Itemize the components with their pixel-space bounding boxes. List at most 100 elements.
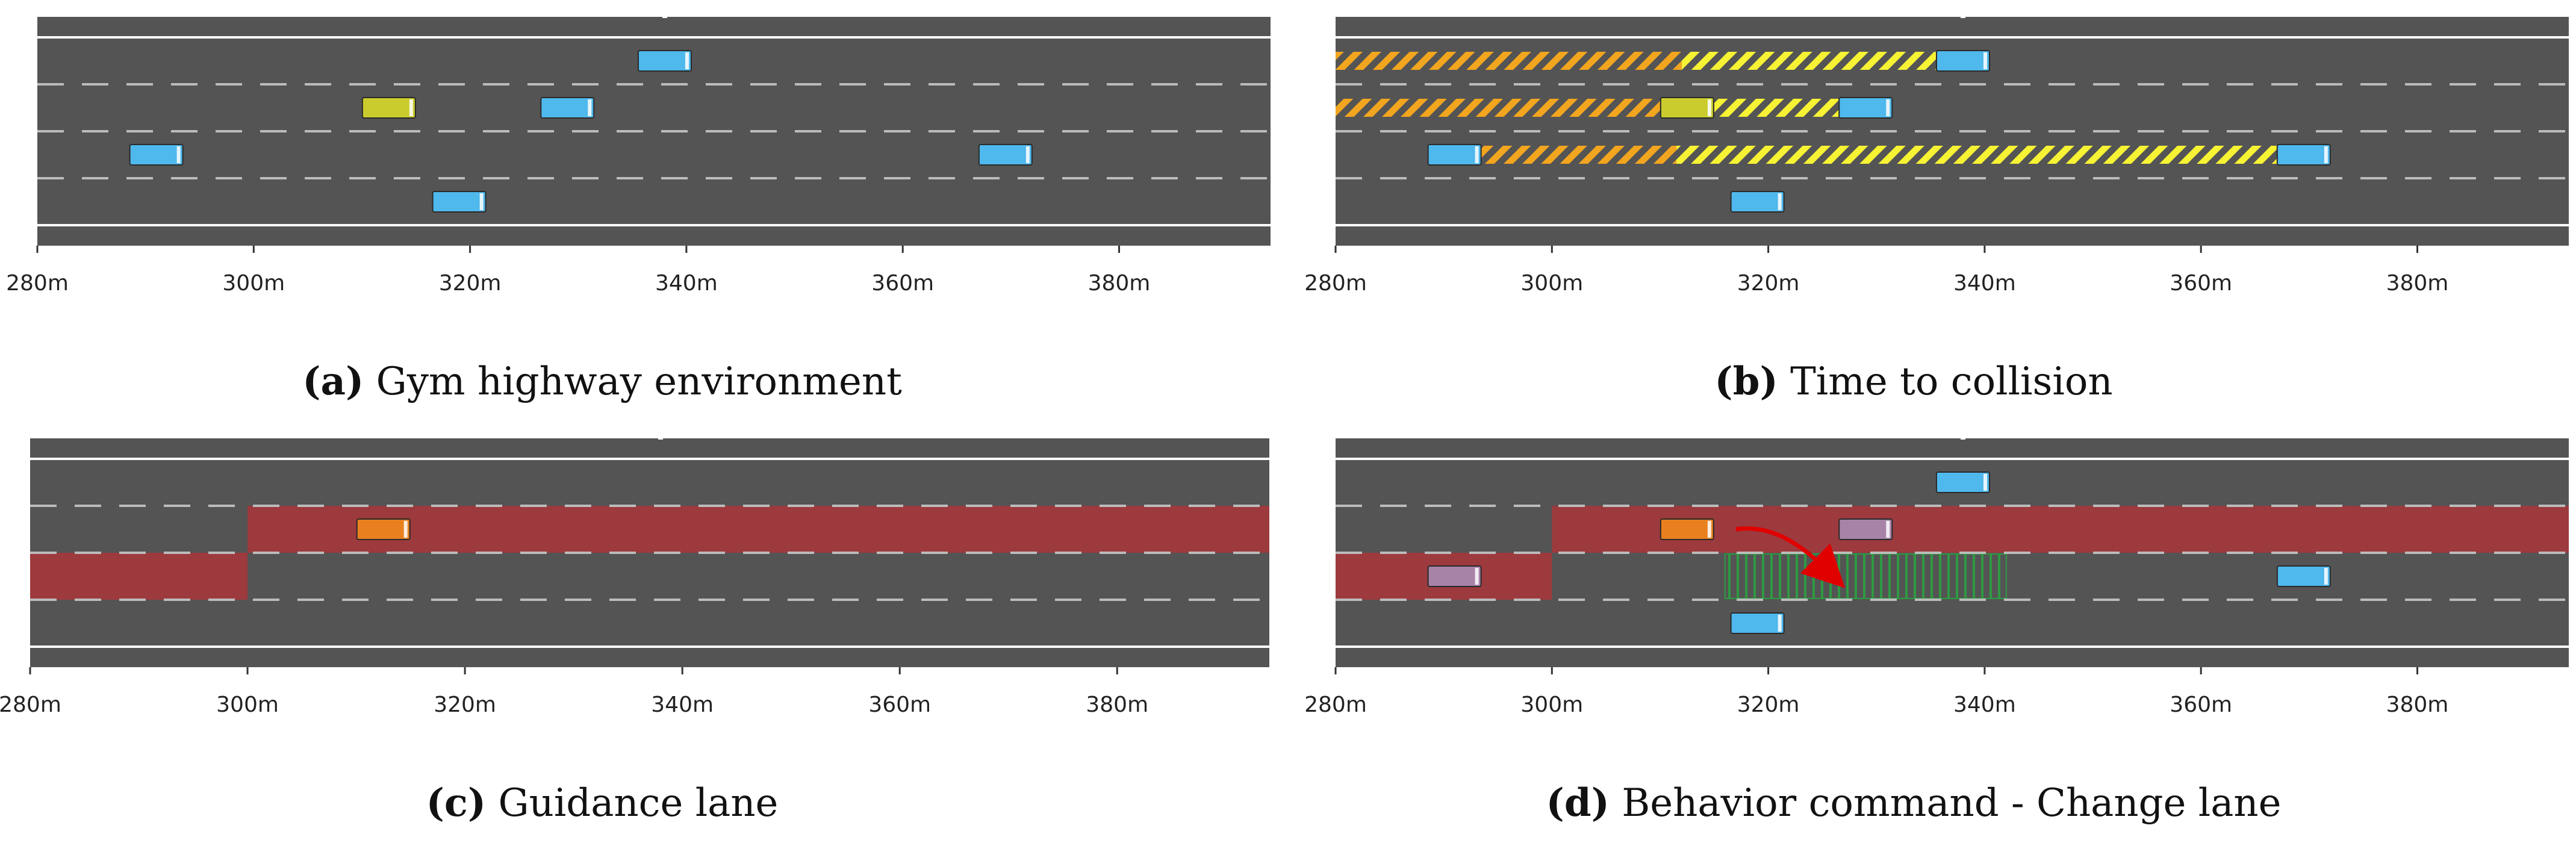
x-tick-label: 300m [1520,271,1583,296]
caption-d: (d) Behavior command - Change lane [1546,780,2282,826]
vehicle-body [1427,565,1482,587]
vehicle-windshield [403,521,408,538]
x-tick-label: 320m [1737,271,1800,296]
x-tick-label: 320m [1737,692,1800,717]
vehicle-windshield [1886,521,1890,538]
x-tick-label: 360m [2170,692,2232,717]
guidance-lane-1 [30,553,248,600]
vehicle-body [361,97,416,119]
panel-d: 280m 300m 320m 340m 360m 380m [1304,436,2569,717]
vehicle-blue [637,50,692,72]
vehicle-body [1730,612,1785,634]
x-tick-label: 300m [1520,692,1583,717]
panel-b: 280m 300m 320m 340m 360m 380m [1304,14,2569,296]
vehicle-purple [1427,565,1482,587]
vehicle-body [2276,565,2331,587]
vehicle-body [1838,97,1893,119]
caption-b: (b) Time to collision [1714,359,2112,404]
road-notch [1960,436,1965,440]
x-tick-label: 380m [2386,271,2449,296]
ttc-band-1 [1681,52,1937,70]
vehicle-windshield [1475,568,1479,585]
guidance-lane-0 [247,506,1270,553]
vehicle-blue [540,97,595,119]
x-tick-label: 360m [2170,271,2232,296]
vehicle-body [2276,144,2331,166]
vehicle-windshield [2324,146,2328,163]
vehicle-purple [1838,518,1893,540]
vehicle-windshield [588,99,592,116]
vehicle-windshield [409,99,413,116]
vehicle-windshield [1983,474,1987,491]
x-tick-label: 280m [1304,271,1367,296]
vehicle-windshield [1778,193,1782,210]
vehicle-body [637,50,692,72]
x-tick-label: 360m [868,692,931,717]
x-tick-label: 320m [434,692,496,717]
vehicle-blue [1730,191,1785,213]
road-notch [1960,14,1965,18]
ttc-band-2 [1336,99,1660,117]
vehicle-windshield [1475,146,1479,163]
caption-c-text: Guidance lane [486,781,778,826]
road-notch [662,14,667,18]
caption-c: (c) Guidance lane [426,780,779,826]
vehicle-windshield [1025,146,1030,163]
vehicle-orange [1660,518,1714,540]
vehicle-body [1730,191,1785,213]
x-tick-label: 280m [0,692,61,717]
vehicle-body [432,191,487,213]
x-tick-label: 360m [871,271,934,296]
caption-b-letter: (b) [1714,359,1778,404]
vehicle-body [1427,144,1482,166]
ttc-band-3 [1714,99,1839,117]
vehicle-blue [129,144,184,166]
caption-a-text: Gym highway environment [364,359,902,404]
vehicle-blue [978,144,1033,166]
target-lane-region [1724,553,2007,599]
vehicle-blue [432,191,487,213]
x-tick-label: 340m [655,271,718,296]
x-tick-label: 380m [1088,271,1151,296]
vehicle-blue [1935,471,1990,493]
vehicle-body [1935,50,1990,72]
x-tick-label: 340m [651,692,714,717]
vehicle-blue [2276,144,2331,166]
guidance-lane-0 [1552,506,2569,553]
x-tick-label: 340m [1953,271,2016,296]
ttc-band-0 [1336,52,1682,70]
caption-d-letter: (d) [1546,780,1610,826]
vehicle-blue [1427,144,1482,166]
caption-a: (a) Gym highway environment [302,359,902,404]
x-tick-label: 320m [439,271,502,296]
vehicle-windshield [479,193,484,210]
vehicle-windshield [1983,52,1987,69]
vehicle-body [129,144,184,166]
caption-d-text: Behavior command - Change lane [1610,781,2282,826]
lane-change-arrow [1735,526,1846,588]
vehicle-body [356,518,411,540]
vehicle-body [1660,97,1714,119]
x-tick-label: 380m [1086,692,1148,717]
ttc-band-5 [1676,146,2277,164]
x-tick-label: 280m [1304,692,1367,717]
x-tick-label: 300m [216,692,279,717]
vehicle-body [540,97,595,119]
vehicle-blue [2276,565,2331,587]
vehicle-windshield [1707,521,1711,538]
ttc-band-4 [1481,146,1676,164]
vehicle-windshield [2324,568,2328,585]
vehicle-windshield [176,146,181,163]
x-tick-label: 340m [1953,692,2016,717]
vehicle-windshield [1778,615,1782,632]
vehicle-blue [1935,50,1990,72]
vehicle-orange [356,518,411,540]
vehicle-yellow [1660,97,1714,119]
x-tick-label: 380m [2386,692,2449,717]
caption-b-text: Time to collision [1778,359,2113,404]
vehicle-body [1935,471,1990,493]
vehicle-blue [1730,612,1785,634]
caption-c-letter: (c) [426,780,487,826]
